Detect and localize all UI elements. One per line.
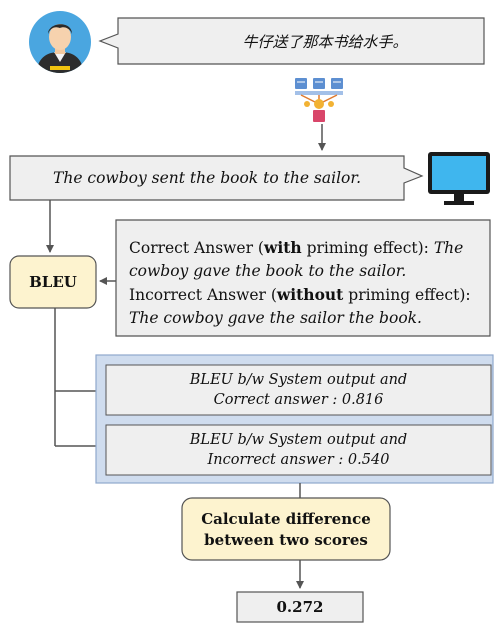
incorrect-answer-line-2: The cowboy gave the sailor the book.	[129, 309, 422, 327]
calculate-difference-box: Calculate difference between two scores	[182, 509, 390, 551]
correct-score-line-1: BLEU b/w System output and	[189, 372, 408, 388]
incorrect-score-line-2: Incorrect answer : 0.540	[207, 452, 390, 468]
correct-score-box-shape	[105, 364, 492, 416]
calc-line-1: Calculate difference	[201, 510, 371, 528]
incorrect-score-line-1: BLEU b/w System output and	[189, 432, 408, 448]
output-bubble	[9, 155, 424, 201]
correct-answer-line-1: Correct Answer (with priming effect): Th…	[129, 238, 464, 257]
incorrect-score-box: BLEU b/w System output and Incorrect ans…	[106, 430, 491, 470]
answers-bubble	[115, 219, 491, 337]
bleu-box-shape	[9, 255, 97, 309]
correct-score-box: BLEU b/w System output and Correct answe…	[106, 370, 491, 410]
incorrect-answer-line-1: Incorrect Answer (without priming effect…	[129, 285, 471, 304]
result-value: 0.272	[276, 598, 324, 616]
answers-text: Correct Answer (with priming effect): Th…	[129, 236, 489, 330]
result-box-shape	[236, 591, 364, 623]
system-output: The cowboy sent the book to the sailor.	[53, 169, 361, 187]
user-avatar-icon	[29, 11, 91, 73]
incorrect-score-box-shape	[105, 424, 492, 476]
calc-box-shape	[181, 497, 391, 561]
source-bubble	[98, 17, 485, 65]
calc-line-2: between two scores	[204, 531, 368, 549]
correct-score-line-2: Correct answer : 0.816	[213, 392, 384, 408]
computer-monitor-icon	[428, 152, 490, 205]
correct-answer-line-2: cowboy gave the book to the sailor.	[129, 262, 407, 280]
source-sentence: 牛仔送了那本书给水手。	[242, 33, 408, 51]
bleu-label: BLEU	[29, 273, 77, 291]
translation-model-icon	[295, 78, 343, 122]
